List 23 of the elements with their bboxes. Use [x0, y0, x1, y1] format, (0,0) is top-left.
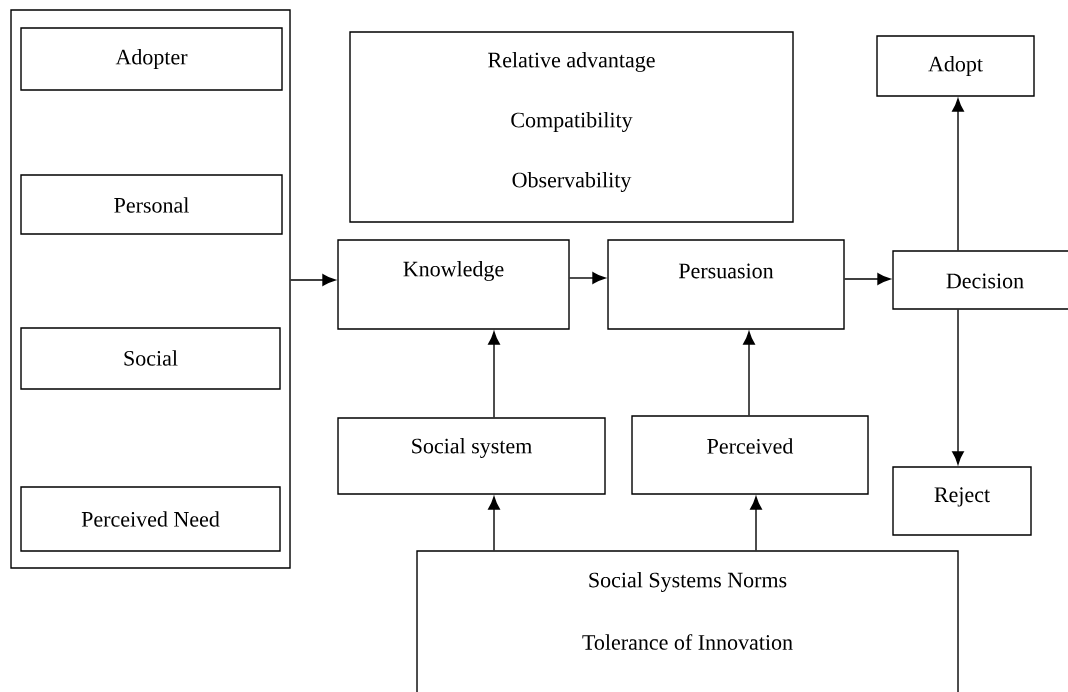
arrow	[488, 496, 500, 551]
group-box	[10, 9, 291, 569]
arrow	[290, 274, 336, 286]
arrow	[844, 273, 891, 285]
text-box: Persuasion	[607, 239, 845, 330]
arrow	[952, 98, 964, 251]
text-box: Knowledge	[337, 239, 570, 330]
text-box: Reject	[892, 466, 1032, 536]
text-box: Perceived	[631, 415, 869, 495]
arrow	[569, 272, 606, 284]
text-box: Social system	[337, 417, 606, 495]
arrow	[743, 331, 755, 416]
arrow	[488, 331, 500, 418]
arrow	[750, 496, 762, 551]
text-box: Decision	[892, 250, 1068, 310]
arrow	[952, 309, 964, 465]
text-box: Adopter	[20, 27, 283, 91]
text-box: Social	[20, 327, 281, 390]
text-box: Perceived Need	[20, 486, 281, 552]
text-box: Adopt	[876, 35, 1035, 97]
text-box: Personal	[20, 174, 283, 235]
text-box: Relative advantage Compatibility Observability	[349, 31, 794, 223]
text-box: Social Systems Norms Tolerance of Innovation	[416, 550, 959, 692]
